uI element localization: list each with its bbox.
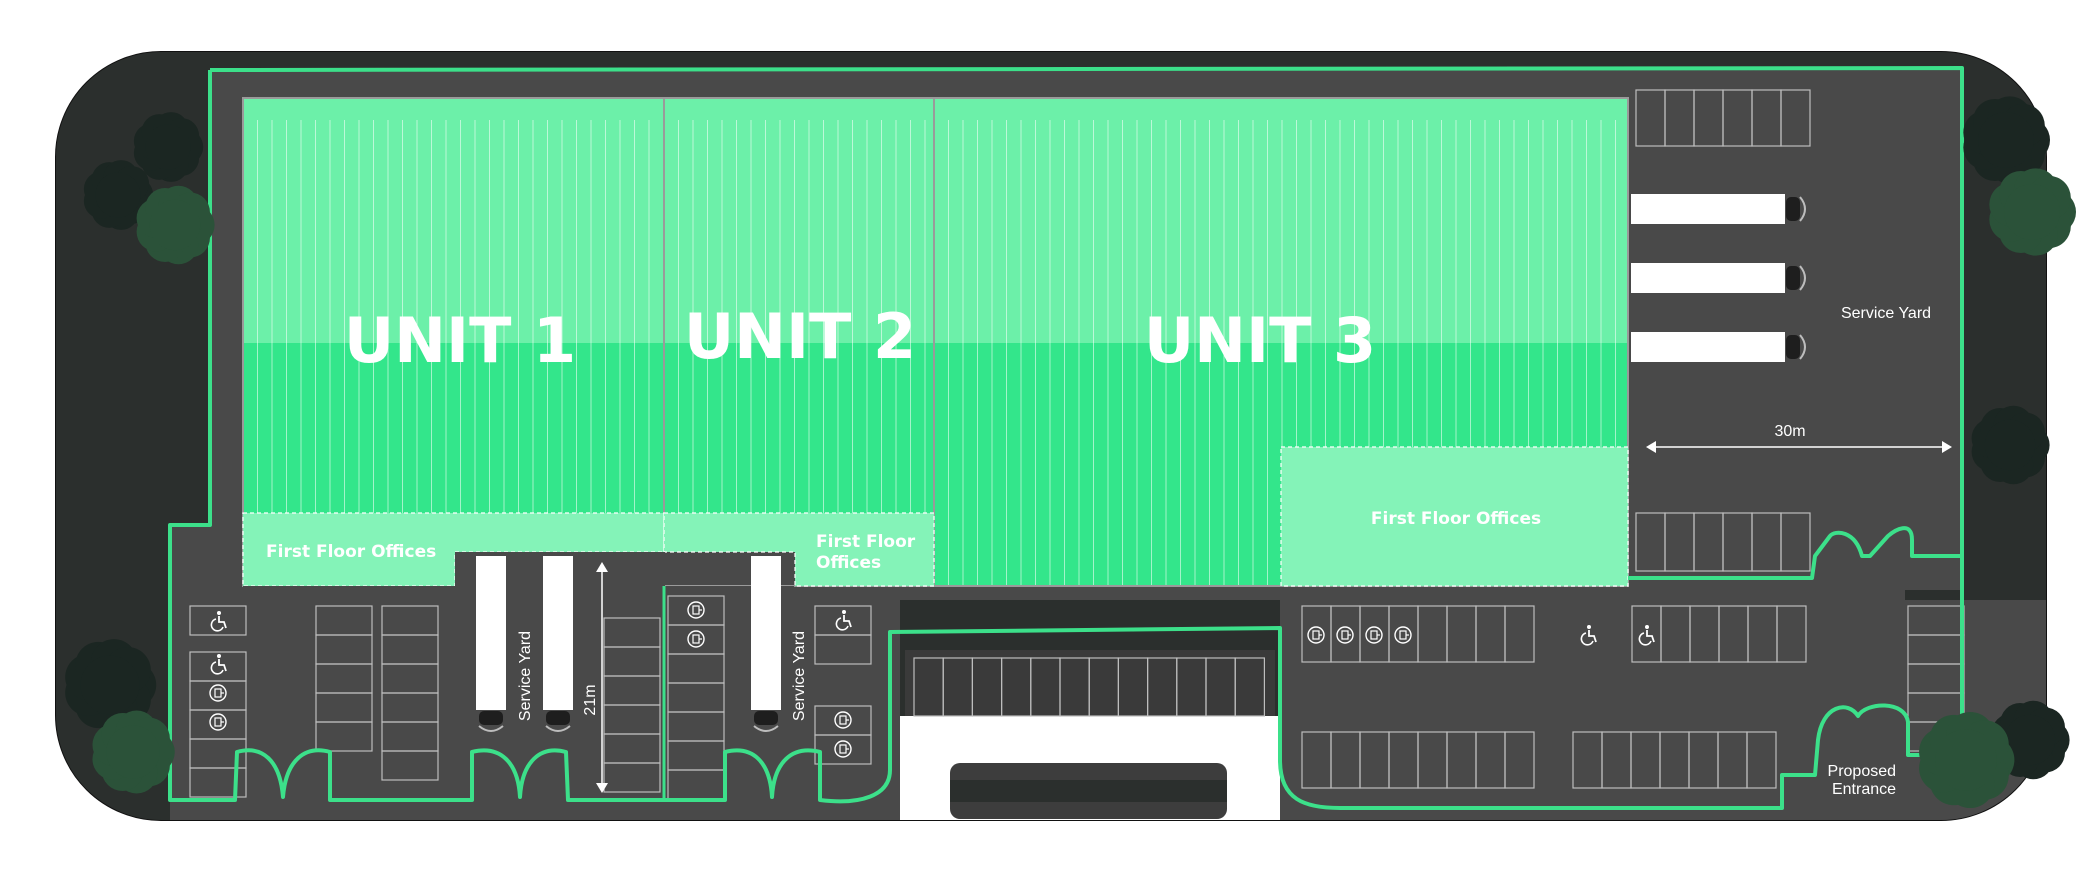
lorry-icon — [1631, 263, 1806, 293]
parking-bay — [814, 634, 872, 665]
tree-icon — [83, 160, 154, 230]
boundary-north-east — [209, 66, 1964, 580]
parking-row-east — [1631, 605, 1807, 663]
tree-icon — [136, 185, 215, 265]
parking-west — [189, 605, 247, 798]
lorry-icon — [1631, 194, 1806, 224]
parking-bay — [1780, 512, 1811, 572]
ev-charging-icon — [1307, 626, 1325, 644]
parking-row-south-1 — [1301, 605, 1535, 663]
ev-charging-icon — [834, 711, 852, 729]
parking-bay — [1504, 605, 1535, 663]
parking-bay — [189, 767, 247, 798]
service-yard-label-east: Service Yard — [1841, 305, 1931, 322]
building: UNIT 1 UNIT 2 UNIT 3 First Floor Offices… — [242, 97, 1629, 800]
boundary-lines — [168, 66, 1964, 810]
yard-width-dimension — [1646, 441, 1952, 453]
yard-depth-label: 21m — [582, 684, 599, 715]
parking-unit1-left — [315, 605, 439, 781]
unit-1-roof — [243, 98, 664, 343]
parking-row-mid-right — [1635, 512, 1811, 572]
ev-charging-icon — [209, 713, 227, 731]
ev-charging-icon — [1365, 626, 1383, 644]
unit-1-offices-label: First Floor Offices — [266, 542, 436, 562]
trees — [65, 96, 2076, 809]
unit-2-roof — [664, 98, 934, 343]
accessible-parking-icon — [210, 611, 227, 632]
parking-row-top-right — [1635, 89, 1811, 147]
accessible-parking-icon — [210, 654, 227, 675]
unit-2-offices-label: First Floor Offices — [816, 532, 921, 573]
parking-bay — [1504, 731, 1535, 789]
lorries — [476, 194, 1806, 732]
unit-3-offices — [1280, 446, 1629, 587]
service-yard-label-unit-2: Service Yard — [791, 631, 808, 721]
tree-icon — [1971, 405, 2050, 485]
yard-width-label: 30m — [1774, 423, 1805, 440]
parking-bays — [189, 89, 1965, 800]
unit-2-offices-line-2: Offices — [816, 553, 881, 573]
accessible-parking-icon — [835, 610, 852, 631]
parking-bay — [315, 721, 373, 752]
ev-charging-icon — [1336, 626, 1354, 644]
accessible-parking-icon — [1580, 625, 1597, 646]
ev-charging-icon — [834, 740, 852, 758]
unit-1-label: UNIT 1 — [344, 304, 576, 377]
parking-row-south-2 — [1301, 731, 1777, 789]
parking-icons — [209, 601, 1655, 758]
lorry-icon — [476, 556, 506, 732]
tree-icon — [92, 710, 175, 794]
parking-bay — [1746, 731, 1777, 789]
boundary-south-east — [664, 556, 1964, 810]
unit-3-label: UNIT 3 — [1144, 304, 1376, 377]
parking-bay — [603, 762, 661, 793]
parking-bay — [1780, 89, 1811, 147]
parking-bay — [189, 605, 247, 636]
parking-row-under-building — [913, 657, 1265, 717]
ev-charging-icon — [209, 684, 227, 702]
ev-charging-icon — [687, 601, 705, 619]
boundary-south-west — [168, 70, 664, 802]
parking-bay — [381, 750, 439, 781]
accessible-parking-icon — [1638, 625, 1655, 646]
yard-depth-dimension — [596, 562, 608, 793]
parking-unit1-yard — [603, 617, 661, 793]
unit-2-label: UNIT 2 — [684, 300, 916, 373]
tree-icon — [133, 112, 204, 182]
parking-bay — [1776, 605, 1807, 663]
tree-icon — [1989, 168, 2076, 256]
lorry-icon — [1631, 332, 1806, 362]
lorry-icon — [751, 556, 781, 732]
proposed-entrance-line-2: Entrance — [1832, 781, 1896, 798]
proposed-entrance-line-1: Proposed — [1828, 763, 1897, 780]
parking-bay — [1234, 657, 1265, 717]
lorry-icon — [543, 556, 573, 732]
proposed-entrance-label: Proposed Entrance — [1828, 763, 1901, 798]
ev-charging-icon — [1394, 626, 1412, 644]
ev-charging-icon — [687, 630, 705, 648]
tree-icon — [1919, 711, 2015, 809]
unit-3-offices-label: First Floor Offices — [1371, 509, 1541, 529]
unit-2-offices-line-1: First Floor — [816, 532, 916, 552]
service-yard-label-unit-1: Service Yard — [517, 631, 534, 721]
